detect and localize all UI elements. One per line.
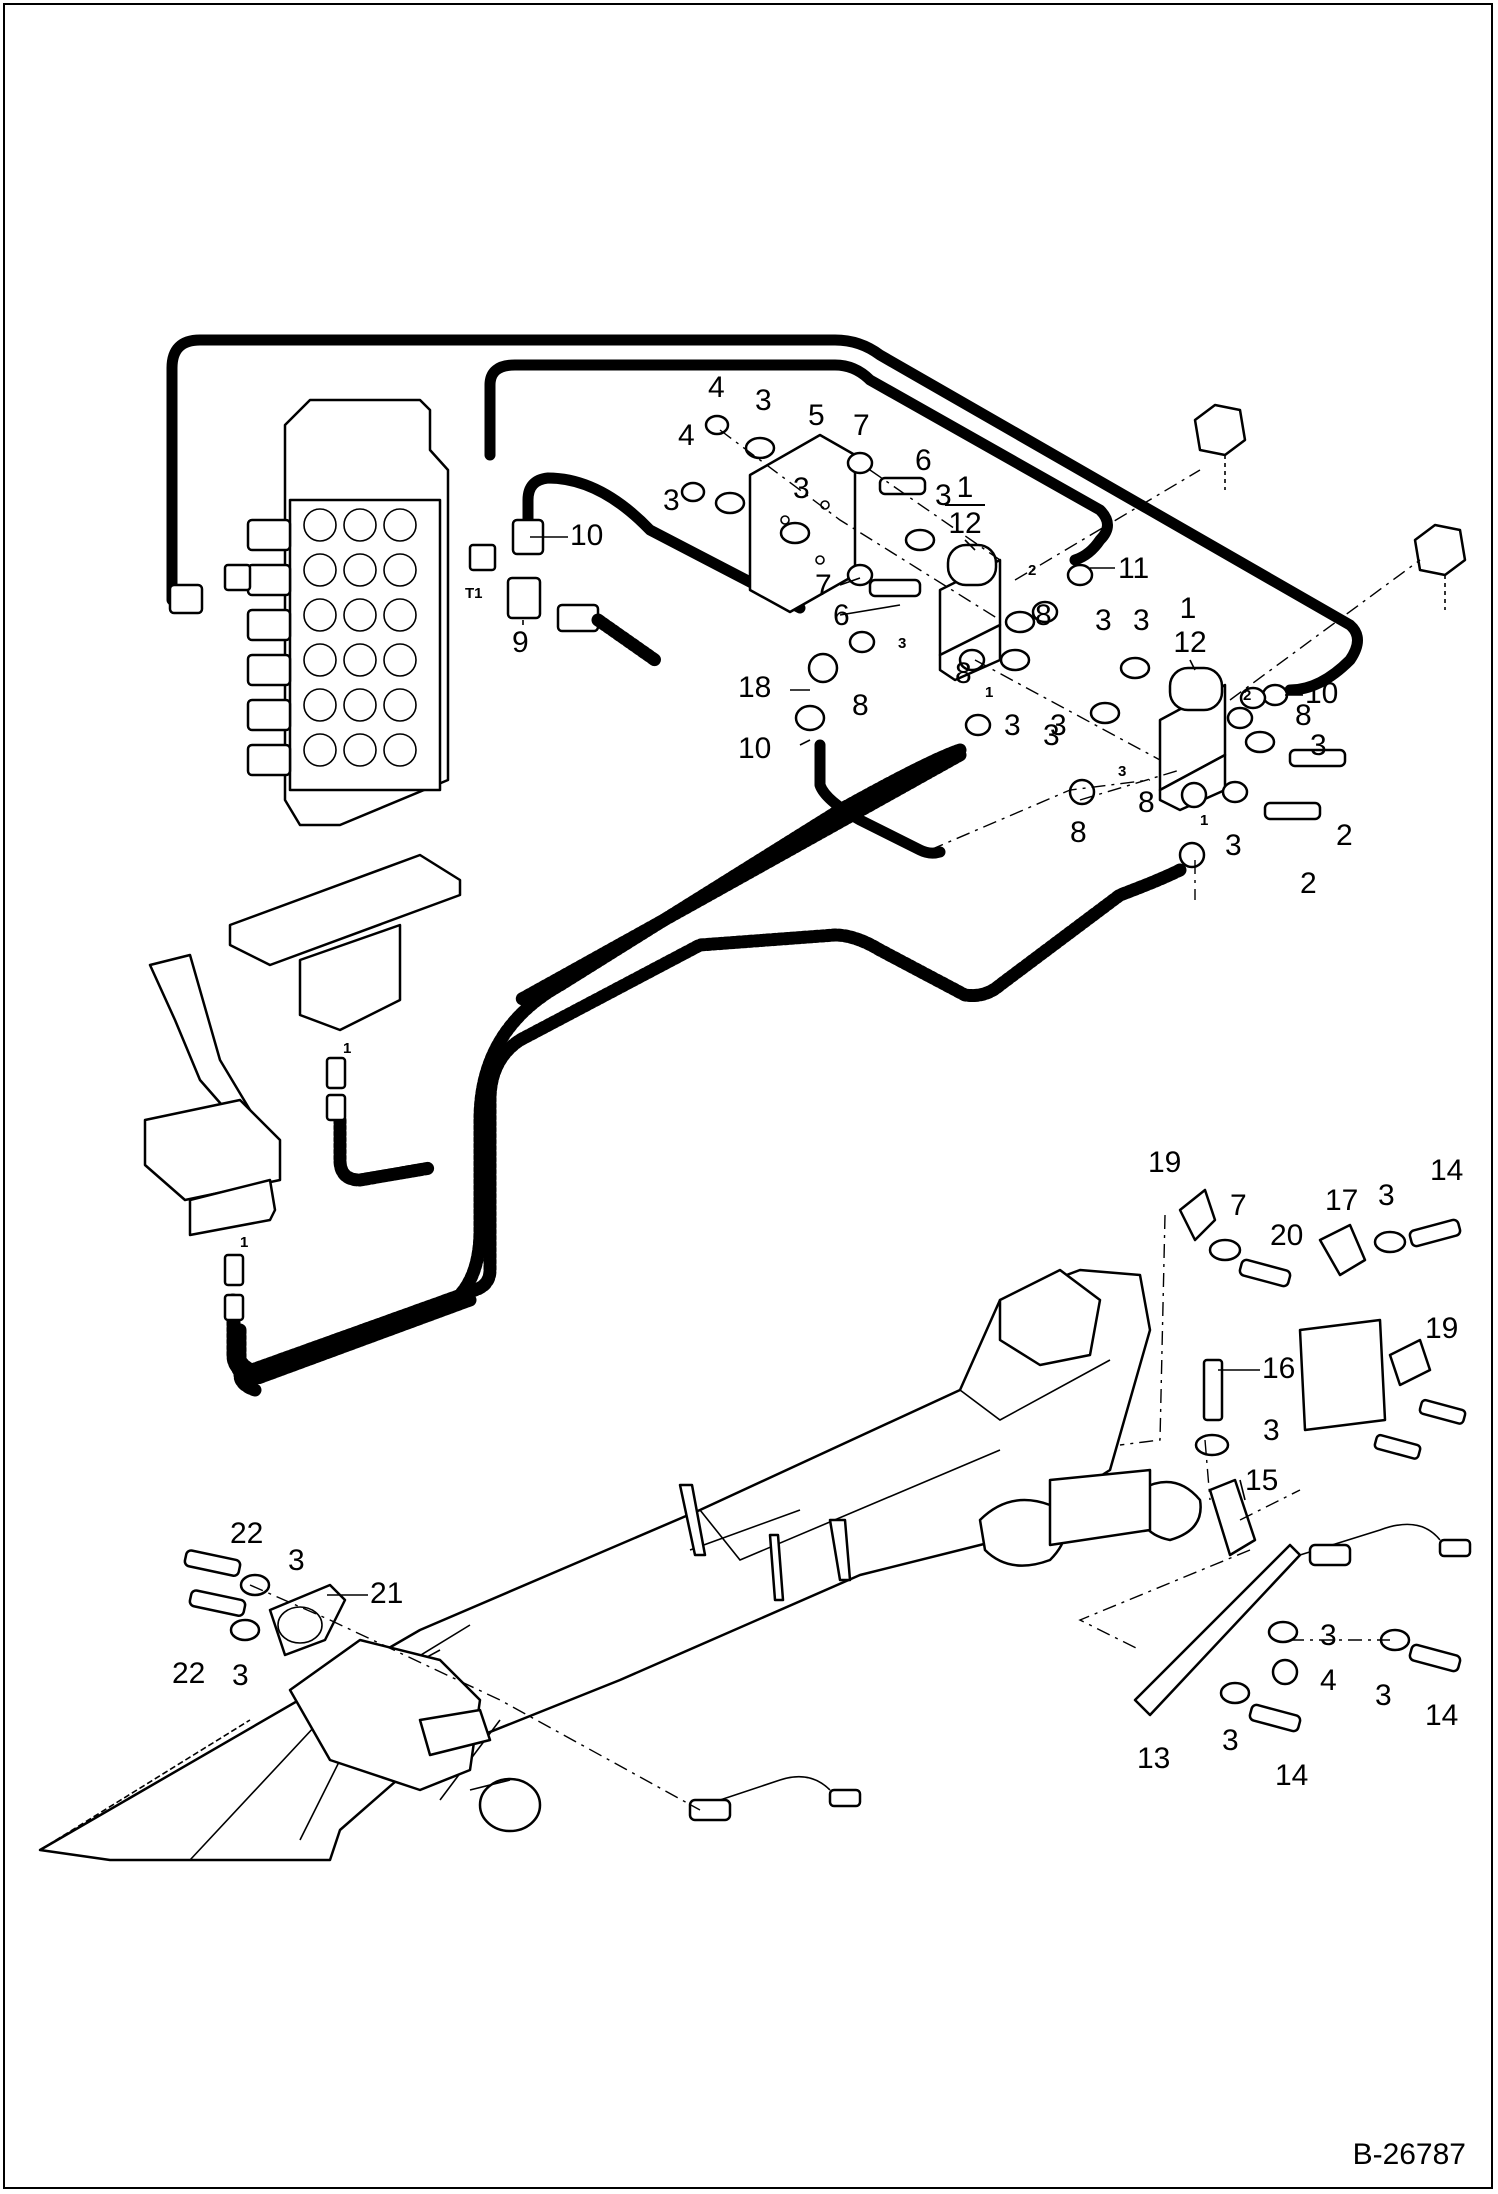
callout-15: 15 xyxy=(1245,1464,1278,1497)
callout-1-right: 1 xyxy=(1180,592,1197,625)
callout-8a: 8 xyxy=(1035,599,1052,632)
callout-8e: 8 xyxy=(1138,786,1155,819)
callout-3a: 3 xyxy=(755,384,772,417)
lower-brackets xyxy=(183,1188,1472,1822)
port-mark-2a: 2 xyxy=(1028,562,1036,579)
hose-upper-second xyxy=(484,359,1113,566)
port-mark-2b: 2 xyxy=(1243,687,1251,704)
callout-7b: 7 xyxy=(815,569,832,602)
callout-3h: 3 xyxy=(1050,709,1067,742)
callout-3q: 3 xyxy=(232,1659,249,1692)
callout-14b: 14 xyxy=(1425,1699,1458,1732)
callout-12-right: 12 xyxy=(1173,626,1206,659)
hose-to-joystick-left xyxy=(333,1113,437,1187)
callout-2a: 2 xyxy=(1336,819,1353,852)
hose-lower-cross xyxy=(513,748,967,1007)
callout-7c: 7 xyxy=(1230,1189,1247,1222)
callout-3g: 3 xyxy=(1004,709,1021,742)
callout-13: 13 xyxy=(1137,1742,1170,1775)
assembly-lines-upper xyxy=(719,429,1421,900)
joystick-control xyxy=(143,953,282,1322)
pedal-bracket xyxy=(228,853,462,1122)
callout-3l: 3 xyxy=(1263,1414,1280,1447)
callout-3f: 3 xyxy=(1133,604,1150,637)
port-mark-t1: T1 xyxy=(465,585,483,602)
callout-17: 17 xyxy=(1325,1184,1358,1217)
callout-8f: 8 xyxy=(1070,816,1087,849)
callout-3j: 3 xyxy=(1225,829,1242,862)
callout-3d: 3 xyxy=(935,479,952,512)
callout-3c: 3 xyxy=(793,472,810,505)
leader-lines xyxy=(327,536,1303,1596)
port-mark-3a: 3 xyxy=(898,635,906,652)
assembly-lines-lower xyxy=(249,1214,1390,1811)
callout-10b: 10 xyxy=(738,732,771,765)
port-mark-1b: 1 xyxy=(1200,812,1208,829)
callout-3p: 3 xyxy=(288,1544,305,1577)
callout-3e: 3 xyxy=(1095,604,1112,637)
callout-3b: 3 xyxy=(663,484,680,517)
hose-upper-long xyxy=(166,334,1363,696)
callout-10c: 10 xyxy=(1305,677,1338,710)
callout-3i: 3 xyxy=(1310,729,1327,762)
fittings-and-washers xyxy=(680,414,1347,869)
tee-fitting-9 xyxy=(506,518,662,667)
hose-routing xyxy=(166,334,1363,1397)
callout-14a: 14 xyxy=(1430,1154,1463,1187)
callout-labels: 1 12 1 12 2 2 3 3 3 3 3 3 3 3 3 3 3 3 3 … xyxy=(172,371,1463,1792)
callout-11: 11 xyxy=(1118,552,1149,585)
callout-8b: 8 xyxy=(852,689,869,722)
callout-5: 5 xyxy=(808,399,825,432)
hose-lower-right xyxy=(814,739,946,859)
callout-19a: 19 xyxy=(1148,1146,1181,1179)
hose-curve-18 xyxy=(522,472,806,614)
callout-10a: 10 xyxy=(570,519,603,552)
callout-8d: 8 xyxy=(1295,699,1312,732)
excavator-boom-arm xyxy=(38,1268,1202,1862)
control-valve-bank xyxy=(168,398,497,827)
callout-1-upper: 1 xyxy=(957,471,974,504)
port-mark-1c: 1 xyxy=(343,1040,351,1057)
callout-3m: 3 xyxy=(1320,1619,1337,1652)
callout-4c: 4 xyxy=(1320,1664,1337,1697)
callout-22a: 22 xyxy=(230,1517,263,1550)
callout-4b: 4 xyxy=(678,419,695,452)
callout-14c: 14 xyxy=(1275,1759,1308,1792)
callout-3k: 3 xyxy=(1378,1179,1395,1212)
port-marks: T1 2 2 3 3 1 1 1 1 xyxy=(240,562,1251,1251)
callout-19b: 19 xyxy=(1425,1312,1458,1345)
callout-21: 21 xyxy=(370,1577,403,1610)
port-mark-1d: 1 xyxy=(240,1234,248,1251)
electrical-connector-right xyxy=(1413,523,1467,610)
port-mark-3b: 3 xyxy=(1118,763,1126,780)
callout-9: 9 xyxy=(512,626,529,659)
callout-22b: 22 xyxy=(172,1657,205,1690)
callout-12-upper: 12 xyxy=(948,507,981,540)
callout-16: 16 xyxy=(1262,1352,1295,1385)
callout-20: 20 xyxy=(1270,1219,1303,1252)
callout-6a: 6 xyxy=(915,444,932,477)
port-mark-1a: 1 xyxy=(985,684,993,701)
drawing-reference-code: B-26787 xyxy=(1352,2138,1466,2171)
callout-3o: 3 xyxy=(1222,1724,1239,1757)
drawing-frame xyxy=(3,3,1493,2189)
callout-3r: 3 xyxy=(1043,719,1060,752)
hose-lower-loop xyxy=(228,1293,477,1385)
callout-18: 18 xyxy=(738,671,771,704)
callout-2b: 2 xyxy=(1300,867,1317,900)
electrical-connector-top xyxy=(1193,403,1247,490)
hose-corrugated-b xyxy=(245,863,1187,1377)
callout-7a: 7 xyxy=(853,409,870,442)
callout-3n: 3 xyxy=(1375,1679,1392,1712)
callout-4a: 4 xyxy=(708,371,725,404)
callout-8c: 8 xyxy=(955,657,972,690)
